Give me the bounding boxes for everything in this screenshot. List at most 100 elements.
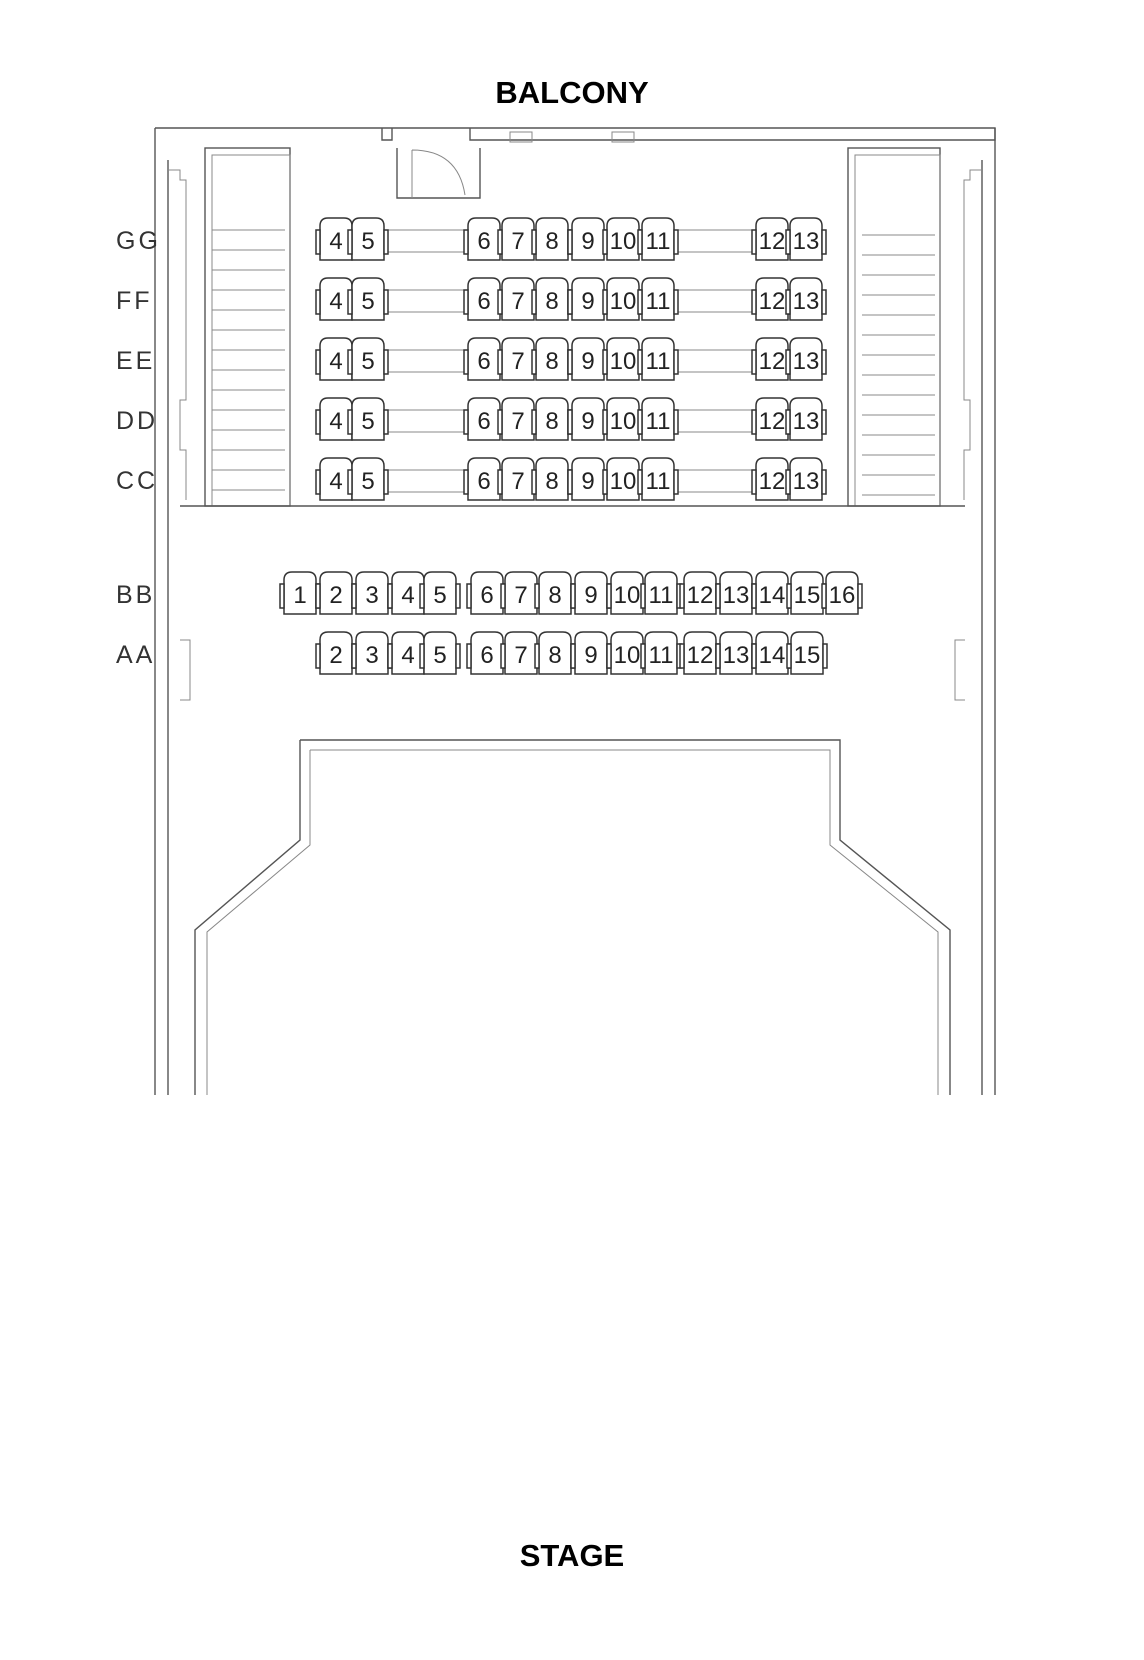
seat-aa-7[interactable]: 7 bbox=[500, 631, 542, 675]
seat-number: 8 bbox=[545, 408, 558, 435]
seat-dd-8[interactable]: 8 bbox=[531, 397, 573, 441]
seat-cc-11[interactable]: 11 bbox=[637, 457, 679, 501]
seat-bb-8[interactable]: 8 bbox=[534, 571, 576, 615]
seat-cc-5[interactable]: 5 bbox=[347, 457, 389, 501]
seat-number: 4 bbox=[329, 408, 342, 435]
seat-number: 11 bbox=[646, 348, 671, 375]
seat-number: 7 bbox=[514, 642, 527, 669]
seat-number: 13 bbox=[723, 582, 750, 609]
seat-gg-11[interactable]: 11 bbox=[637, 217, 679, 261]
seat-ff-12[interactable]: 12 bbox=[751, 277, 793, 321]
seat-aa-8[interactable]: 8 bbox=[534, 631, 576, 675]
seat-ee-11[interactable]: 11 bbox=[637, 337, 679, 381]
seat-number: 9 bbox=[584, 642, 597, 669]
seat-gg-10[interactable]: 10 bbox=[602, 217, 644, 261]
seat-number: 6 bbox=[477, 348, 490, 375]
seat-number: 12 bbox=[759, 288, 786, 315]
row-label-aa: AA bbox=[116, 641, 155, 669]
seat-aa-5[interactable]: 5 bbox=[419, 631, 461, 675]
seat-bb-3[interactable]: 3 bbox=[351, 571, 393, 615]
seat-number: 4 bbox=[329, 228, 342, 255]
seat-cc-10[interactable]: 10 bbox=[602, 457, 644, 501]
seat-dd-9[interactable]: 9 bbox=[567, 397, 609, 441]
seat-ff-8[interactable]: 8 bbox=[531, 277, 573, 321]
aisle-bar bbox=[383, 229, 469, 253]
seat-gg-4[interactable]: 4 bbox=[315, 217, 357, 261]
seat-number: 5 bbox=[433, 642, 446, 669]
seat-aa-11[interactable]: 11 bbox=[640, 631, 682, 675]
seat-ff-5[interactable]: 5 bbox=[347, 277, 389, 321]
seat-gg-9[interactable]: 9 bbox=[567, 217, 609, 261]
seat-bb-15[interactable]: 15 bbox=[786, 571, 828, 615]
seat-aa-12[interactable]: 12 bbox=[679, 631, 721, 675]
seat-cc-12[interactable]: 12 bbox=[751, 457, 793, 501]
row-label-gg: GG bbox=[116, 227, 161, 255]
seat-aa-3[interactable]: 3 bbox=[351, 631, 393, 675]
seat-number: 7 bbox=[511, 348, 524, 375]
seat-dd-5[interactable]: 5 bbox=[347, 397, 389, 441]
seat-aa-15[interactable]: 15 bbox=[786, 631, 828, 675]
seat-ff-10[interactable]: 10 bbox=[602, 277, 644, 321]
seat-bb-5[interactable]: 5 bbox=[419, 571, 461, 615]
seat-ff-11[interactable]: 11 bbox=[637, 277, 679, 321]
seat-dd-11[interactable]: 11 bbox=[637, 397, 679, 441]
seat-ff-9[interactable]: 9 bbox=[567, 277, 609, 321]
building-outline bbox=[154, 127, 996, 1095]
aisle-bar bbox=[675, 289, 757, 313]
seat-number: 13 bbox=[793, 468, 820, 495]
seat-bb-11[interactable]: 11 bbox=[640, 571, 682, 615]
seat-number: 9 bbox=[581, 228, 594, 255]
aisle-bar bbox=[383, 349, 469, 373]
seat-dd-13[interactable]: 13 bbox=[785, 397, 827, 441]
seat-number: 13 bbox=[793, 288, 820, 315]
seat-cc-13[interactable]: 13 bbox=[785, 457, 827, 501]
seat-cc-8[interactable]: 8 bbox=[531, 457, 573, 501]
seat-bb-12[interactable]: 12 bbox=[679, 571, 721, 615]
seat-number: 12 bbox=[759, 348, 786, 375]
seat-gg-8[interactable]: 8 bbox=[531, 217, 573, 261]
row-label-bb: BB bbox=[116, 581, 155, 609]
seat-number: 10 bbox=[610, 408, 637, 435]
seat-number: 6 bbox=[477, 468, 490, 495]
seat-bb-13[interactable]: 13 bbox=[715, 571, 757, 615]
seat-ee-9[interactable]: 9 bbox=[567, 337, 609, 381]
row-label-dd: DD bbox=[116, 407, 158, 435]
seat-number: 5 bbox=[433, 582, 446, 609]
seat-ff-13[interactable]: 13 bbox=[785, 277, 827, 321]
row-label-cc: CC bbox=[116, 467, 158, 495]
seat-number: 12 bbox=[759, 468, 786, 495]
seat-number: 10 bbox=[610, 228, 637, 255]
seat-ee-10[interactable]: 10 bbox=[602, 337, 644, 381]
seat-ff-6[interactable]: 6 bbox=[463, 277, 505, 321]
seat-number: 9 bbox=[581, 288, 594, 315]
seat-ee-8[interactable]: 8 bbox=[531, 337, 573, 381]
seat-bb-9[interactable]: 9 bbox=[570, 571, 612, 615]
stage-title: STAGE bbox=[519, 1538, 625, 1573]
seat-aa-9[interactable]: 9 bbox=[570, 631, 612, 675]
seat-bb-10[interactable]: 10 bbox=[606, 571, 648, 615]
seat-gg-13[interactable]: 13 bbox=[785, 217, 827, 261]
seat-ee-13[interactable]: 13 bbox=[785, 337, 827, 381]
seat-bb-2[interactable]: 2 bbox=[315, 571, 357, 615]
seat-number: 7 bbox=[511, 288, 524, 315]
seat-gg-5[interactable]: 5 bbox=[347, 217, 389, 261]
seat-dd-10[interactable]: 10 bbox=[602, 397, 644, 441]
seat-number: 14 bbox=[759, 582, 786, 609]
seat-number: 8 bbox=[545, 468, 558, 495]
seat-bb-14[interactable]: 14 bbox=[751, 571, 793, 615]
seat-ee-5[interactable]: 5 bbox=[347, 337, 389, 381]
seat-number: 13 bbox=[793, 348, 820, 375]
seat-aa-14[interactable]: 14 bbox=[751, 631, 793, 675]
seat-bb-1[interactable]: 1 bbox=[279, 571, 321, 615]
seat-dd-12[interactable]: 12 bbox=[751, 397, 793, 441]
seat-number: 16 bbox=[829, 582, 856, 609]
seat-cc-9[interactable]: 9 bbox=[567, 457, 609, 501]
row-label-ff: FF bbox=[116, 287, 153, 315]
seat-number: 6 bbox=[477, 408, 490, 435]
seat-aa-13[interactable]: 13 bbox=[715, 631, 757, 675]
seat-bb-16[interactable]: 16 bbox=[821, 571, 863, 615]
seat-aa-2[interactable]: 2 bbox=[315, 631, 357, 675]
seat-number: 7 bbox=[511, 228, 524, 255]
